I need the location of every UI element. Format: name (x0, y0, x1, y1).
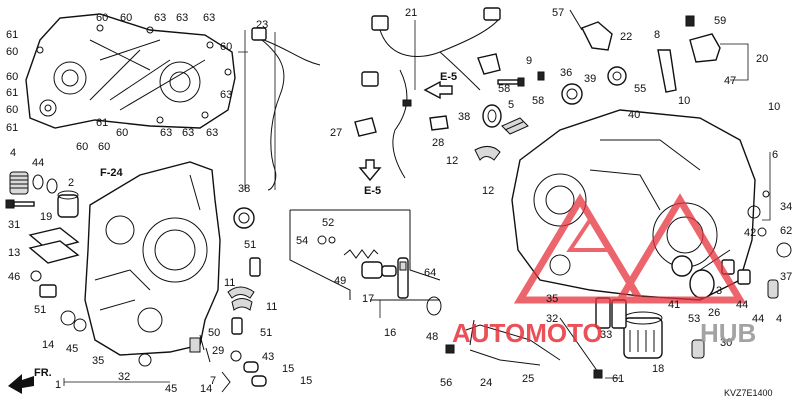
half-bearings-11 (227, 286, 255, 311)
leader-lines (63, 20, 771, 386)
left-crankcase (84, 161, 221, 356)
bolt-left (5, 199, 35, 209)
right-case-bushings (721, 259, 779, 299)
stud-pipe-29-50 (189, 334, 211, 363)
arrow-e5-top (423, 80, 453, 100)
watermark-triangles (513, 193, 747, 304)
dowel-pin-51 (249, 257, 261, 277)
arrow-e5-bottom (358, 159, 382, 182)
plate-dowel-pins (36, 24, 232, 124)
sensor-9 (477, 53, 501, 75)
oil-pipe-24 (465, 319, 561, 366)
bearing-36 (561, 83, 583, 105)
left-bushings (30, 270, 152, 367)
wire-harness-23 (251, 27, 321, 191)
center-bracket-16 (289, 209, 441, 301)
harness-clamps (354, 99, 449, 137)
dowels-33 (595, 297, 627, 329)
washers-52-54 (317, 235, 336, 245)
rod-61 (559, 317, 603, 379)
seal-39 (607, 66, 627, 86)
crankcase-plate (25, 13, 236, 129)
sensor-20 (685, 15, 721, 63)
oil-strainer (57, 190, 79, 218)
spring-49 (343, 249, 379, 259)
seal-38-right (482, 104, 502, 128)
piston-17 (361, 261, 397, 279)
shaft-64 (397, 257, 409, 299)
oil-filter-18 (623, 311, 663, 359)
right-case-washers (747, 190, 792, 258)
block-5 (501, 117, 529, 135)
breather-tube-8 (657, 49, 677, 93)
bolt-56 (445, 344, 455, 354)
bolts-58 (497, 71, 545, 87)
o-rings-left (32, 174, 58, 194)
o-ring-48 (426, 296, 442, 316)
gear-41 (671, 255, 715, 299)
dowel-pin-51b (231, 317, 243, 335)
wire-harness-21 (361, 7, 501, 179)
reed-valve-gasket (28, 227, 80, 264)
oil-seal-38-left (233, 207, 255, 229)
bolt-30 (691, 339, 705, 359)
washers-43-15 (221, 350, 267, 393)
half-bearings-12 (474, 146, 501, 161)
sensor-22 (569, 9, 613, 51)
oil-strainer-cap (9, 171, 29, 195)
